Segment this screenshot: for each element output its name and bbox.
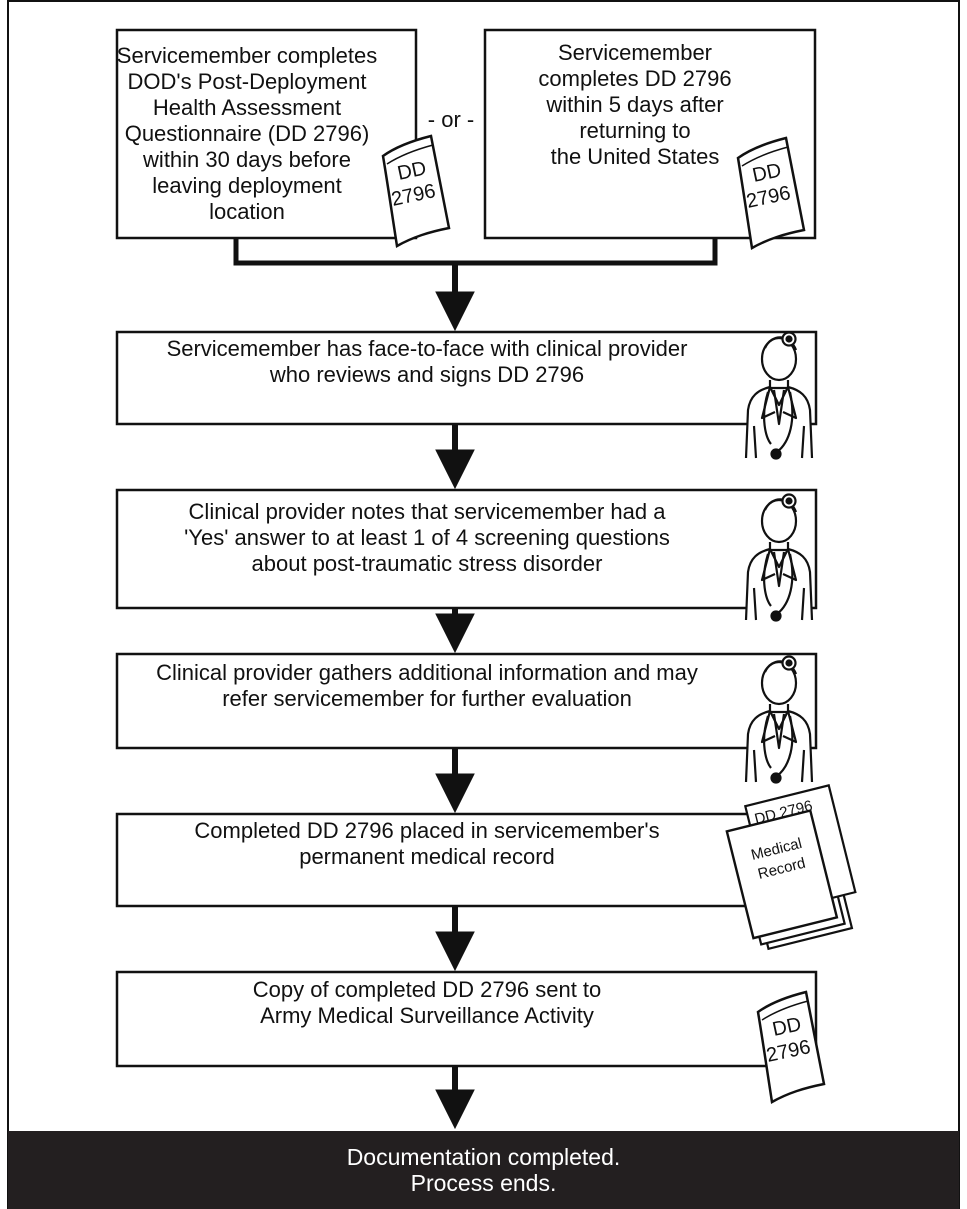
text-line: permanent medical record xyxy=(299,844,555,869)
step-screening-box xyxy=(115,488,818,610)
option-b-text: Servicemember completes DD 2796 within 5… xyxy=(485,30,785,180)
text-line: Clinical provider gathers additional inf… xyxy=(156,660,698,685)
step-referral-text: Clinical provider gathers additional inf… xyxy=(117,654,737,718)
text-line: location xyxy=(209,199,285,224)
step-screening-text: Clinical provider notes that servicememb… xyxy=(117,490,737,585)
document-icon: DD 2796 xyxy=(756,990,826,1104)
text-line: Completed DD 2796 placed in servicemembe… xyxy=(194,818,660,843)
document-icon: DD 2796 xyxy=(381,134,451,248)
text-line: Documentation completed. xyxy=(346,1144,621,1170)
arrow-6 xyxy=(435,1066,475,1130)
final-bar xyxy=(8,1131,959,1209)
arrow-5 xyxy=(435,906,475,972)
text-line: returning to xyxy=(579,118,691,143)
arrow-2 xyxy=(435,424,475,490)
option-a-box xyxy=(115,28,418,240)
text-line: Clinical provider notes that servicememb… xyxy=(188,498,666,524)
text-line: leaving deployment xyxy=(152,173,342,198)
flow-arrows xyxy=(435,263,475,1130)
step-face-to-face-box xyxy=(115,330,818,426)
text-line: completes DD 2796 xyxy=(538,66,732,91)
option-a-text: Servicemember completes DOD's Post-Deplo… xyxy=(117,30,377,238)
text-line: the United States xyxy=(550,144,720,169)
text-line: Questionnaire (DD 2796) xyxy=(124,121,370,146)
text-line: Army Medical Surveillance Activity xyxy=(260,1003,594,1028)
step-face-to-face-text: Servicemember has face-to-face with clin… xyxy=(117,332,737,392)
text-line: about post-traumatic stress disorder xyxy=(251,550,603,576)
text-line: Servicemember completes xyxy=(116,43,378,68)
step-record-text: Completed DD 2796 placed in servicemembe… xyxy=(117,814,737,874)
step-referral-box xyxy=(115,652,818,750)
text-line: Servicemember xyxy=(557,40,713,65)
text-line: refer servicemember for further evaluati… xyxy=(222,686,632,711)
text-line: DOD's Post-Deployment xyxy=(127,69,367,94)
arrow-1 xyxy=(435,263,475,332)
step-copy-text: Copy of completed DD 2796 sent to Army M… xyxy=(117,972,737,1034)
text-line: 'Yes' answer to at least 1 of 4 screenin… xyxy=(184,524,670,550)
arrow-4 xyxy=(435,748,475,814)
medical-record-icon: DD 2796 Medical Record xyxy=(725,784,857,951)
merge-bracket xyxy=(233,238,718,266)
step-record-box xyxy=(115,812,818,908)
or-label: - or - xyxy=(418,105,484,135)
text-line: Servicemember has face-to-face with clin… xyxy=(166,336,688,361)
arrow-3 xyxy=(435,608,475,654)
text-line: within 5 days after xyxy=(546,92,724,117)
text-line: Process ends. xyxy=(410,1170,557,1196)
document-icon: DD 2796 xyxy=(736,136,806,250)
text-line: Copy of completed DD 2796 sent to xyxy=(252,977,602,1002)
text-line: Health Assessment xyxy=(152,95,342,120)
or-text: - or - xyxy=(427,107,475,132)
final-text: Documentation completed. Process ends. xyxy=(8,1131,959,1209)
step-copy-box xyxy=(115,970,818,1068)
text-line: who reviews and signs DD 2796 xyxy=(269,362,585,387)
text-line: within 30 days before xyxy=(143,147,351,172)
